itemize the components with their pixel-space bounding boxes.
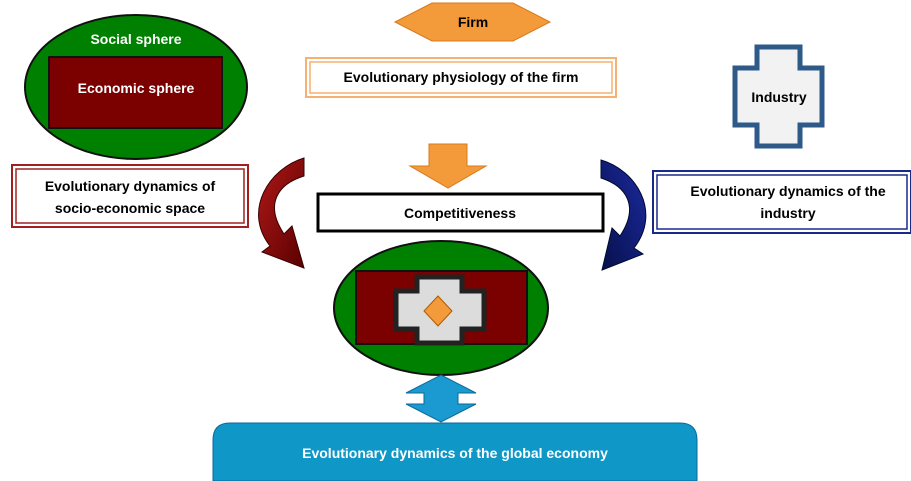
physiology-label: Evolutionary physiology of the firm: [344, 69, 579, 85]
competitiveness-border: [316, 192, 605, 233]
center-firm-diamond: [423, 295, 453, 327]
industry-cross-shape: [732, 44, 825, 149]
global-economy-label: Evolutionary dynamics of the global econ…: [302, 445, 608, 461]
physiology-inner-border: [309, 61, 613, 94]
firm-diamond-shape: [393, 2, 552, 42]
competitiveness-label: Competitiveness: [404, 205, 516, 221]
center-node: [333, 240, 549, 376]
industry-dynamics-inner-border: [656, 174, 908, 230]
curved-red-arrow: [258, 157, 305, 269]
orange-down-arrow: [408, 143, 488, 189]
socio-space-inner-border: [15, 168, 245, 224]
industry-node: Industry: [732, 44, 825, 149]
socio-space-line1: Evolutionary dynamics of: [45, 178, 216, 194]
cyan-double-arrow: [405, 374, 477, 423]
firm-node: Firm: [393, 2, 552, 42]
industry-dynamics-box: Evolutionary dynamics of the industry: [652, 170, 911, 234]
physiology-box: Evolutionary physiology of the firm: [305, 57, 617, 98]
economic-sphere-label: Economic sphere: [78, 80, 195, 96]
industry-dynamics-line1: Evolutionary dynamics of the: [690, 183, 885, 199]
social-sphere-node: Social sphere Economic sphere: [24, 14, 248, 160]
economic-sphere-rect: [48, 56, 223, 129]
competitiveness-box: Competitiveness: [316, 192, 605, 233]
global-economy-box: Evolutionary dynamics of the global econ…: [212, 422, 698, 481]
global-economy-shape: [212, 422, 698, 481]
curved-navy-arrow: [600, 159, 647, 271]
socio-space-line2: socio-economic space: [55, 200, 205, 216]
socio-space-box: Evolutionary dynamics of socio-economic …: [11, 164, 249, 228]
firm-label: Firm: [458, 14, 488, 30]
industry-dynamics-line2: industry: [760, 205, 815, 221]
industry-label: Industry: [751, 89, 806, 105]
social-sphere-label: Social sphere: [90, 31, 181, 47]
